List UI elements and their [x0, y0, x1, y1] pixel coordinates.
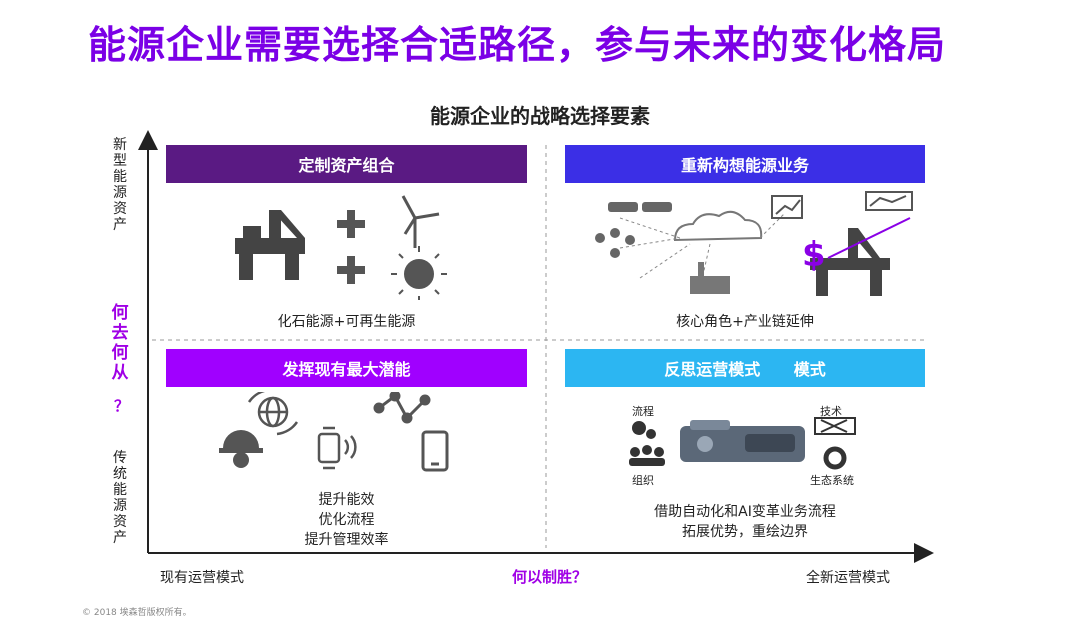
- quadrant-br-banner: 反思运营模式 模式: [565, 349, 925, 387]
- tools-icon: [814, 417, 856, 435]
- quadrant-tr-banner: 重新构想能源业务: [565, 145, 925, 183]
- quadrant-br-caption-line: 借助自动化和AI变革业务流程: [654, 504, 836, 520]
- label-tech: 技术: [820, 405, 842, 418]
- wind-turbine-icon: [401, 195, 440, 248]
- globe-icon: [247, 392, 299, 436]
- label-process: 流程: [632, 405, 654, 418]
- helmet-icon: [219, 430, 263, 468]
- energy-network-icons: $: [595, 191, 913, 296]
- label-org: 组织: [632, 474, 654, 487]
- y-axis-question-mark: ？: [114, 397, 130, 415]
- machinery-image: [680, 420, 805, 462]
- car-icon: [608, 202, 672, 212]
- tablet-icon: [421, 430, 449, 472]
- plus-icon: [337, 210, 365, 284]
- page-title: 能源企业需要选择合适路径，参与未来的变化格局: [88, 23, 947, 67]
- oil-rig-dollar-icon: [810, 228, 890, 296]
- quadrant-bl-caption-line: 优化流程: [318, 512, 375, 528]
- people-icon: [595, 228, 635, 258]
- quadrant-bl-caption-line: 提升能效: [318, 492, 375, 508]
- quadrant-br-caption-line: 拓展优势，重绘边界: [682, 524, 808, 540]
- y-axis-top-label: 新型能源资产: [113, 137, 127, 233]
- cloud-icon: [673, 210, 763, 242]
- quadrant-bl-banner: 发挥现有最大潜能: [166, 349, 527, 387]
- diagram-title: 能源企业的战略选择要素: [430, 104, 650, 128]
- efficiency-icons: [219, 392, 449, 472]
- ecosystem-icon: [823, 446, 847, 470]
- quadrant-br-caption: 借助自动化和AI变革业务流程 拓展优势，重绘边界: [565, 502, 925, 542]
- x-axis-left-label: 现有运营模式: [160, 570, 244, 586]
- label-ecosystem: 生态系统: [810, 474, 854, 487]
- smartwatch-icon: [317, 426, 357, 470]
- x-axis-question: 何以制胜？: [512, 568, 588, 586]
- quadrant-bl-caption-line: 提升管理效率: [304, 532, 389, 548]
- x-axis-right-label: 全新运营模式: [806, 570, 890, 586]
- dollar-icon: $: [802, 235, 826, 275]
- y-axis-question: 何去何从: [111, 303, 129, 383]
- copyright: © 2018 埃森哲版权所有。: [82, 608, 192, 618]
- oil-rig-icon: [235, 210, 305, 280]
- monitor-icon: [771, 191, 913, 219]
- quadrant-tr-caption: 核心角色+产业链延伸: [676, 314, 814, 330]
- people-group-icon: [629, 445, 665, 466]
- factory-icon: [690, 262, 730, 294]
- quadrant-tl-caption: 化石能源+可再生能源: [277, 314, 416, 330]
- y-axis-bottom-label: 传统能源资产: [113, 450, 127, 546]
- quadrant-bl-caption: 提升能效 优化流程 提升管理效率: [166, 490, 527, 550]
- operating-model-icons: [629, 417, 856, 470]
- fossil-renewable-icons: [235, 195, 447, 300]
- sun-icon: [391, 246, 447, 300]
- trend-line-icon: [373, 392, 431, 424]
- quadrant-tl-banner: 定制资产组合: [166, 145, 527, 183]
- gear-icon: [632, 421, 656, 439]
